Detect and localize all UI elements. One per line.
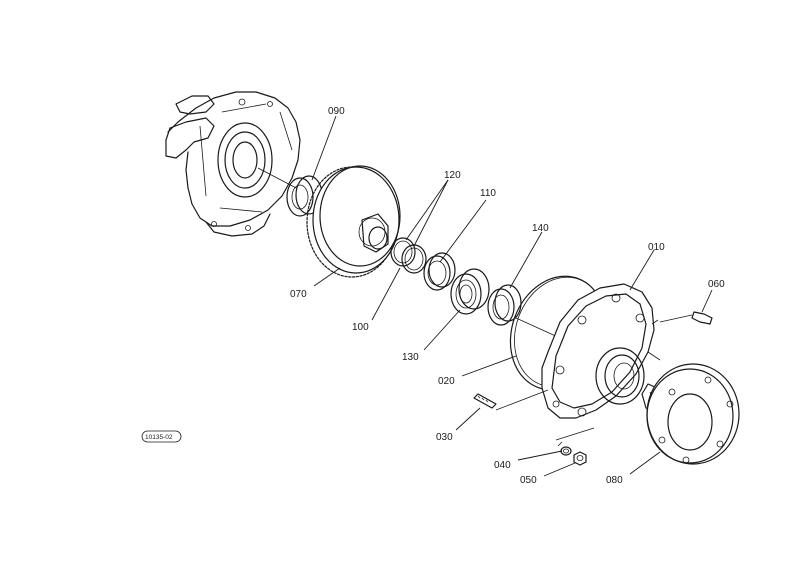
label-080: 080 <box>606 475 623 486</box>
shim-120 <box>401 244 427 274</box>
bearing-130 <box>450 268 490 315</box>
leader-lines <box>311 115 713 477</box>
label-100: 100 <box>352 322 369 333</box>
label-030: 030 <box>436 432 453 443</box>
label-060: 060 <box>708 279 725 290</box>
part-labels: 090 120 110 140 010 060 070 100 130 020 … <box>290 106 725 486</box>
washer-040 <box>560 446 572 456</box>
nut-050 <box>573 451 587 466</box>
case-detail-line <box>555 427 595 447</box>
label-020: 020 <box>438 376 455 387</box>
assembly-axis-line <box>515 317 561 339</box>
collar-110 <box>423 252 456 291</box>
label-140: 140 <box>532 223 549 234</box>
label-120: 120 <box>444 170 461 181</box>
label-050: 050 <box>520 475 537 486</box>
bolt-060 <box>651 311 713 325</box>
axle-flange-080 <box>641 363 740 465</box>
label-090: 090 <box>328 106 345 117</box>
label-040: 040 <box>494 460 511 471</box>
reference-code: 10135-02 <box>145 434 173 441</box>
stud-030 <box>473 389 549 411</box>
label-070: 070 <box>290 289 307 300</box>
label-130: 130 <box>402 352 419 363</box>
knuckle-housing <box>165 91 301 237</box>
bearing-140 <box>487 284 522 326</box>
label-110: 110 <box>480 188 496 199</box>
reference-code-badge: 10135-02 <box>141 430 182 443</box>
label-010: 010 <box>648 242 665 253</box>
ring-gear-070 <box>306 165 401 278</box>
gear-case-010 <box>541 283 661 419</box>
